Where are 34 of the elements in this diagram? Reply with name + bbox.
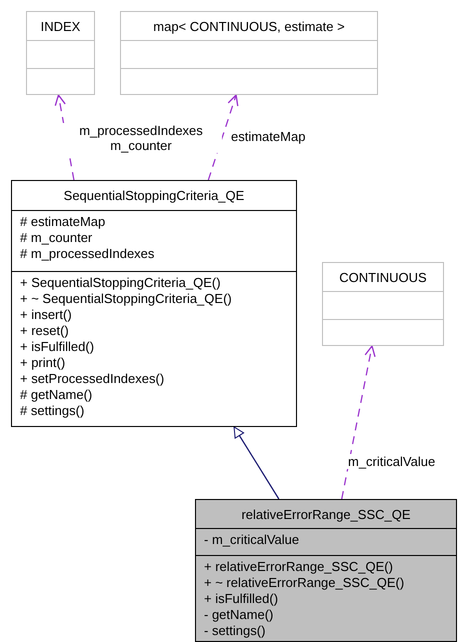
attribute-text: - m_criticalValue [204, 532, 300, 548]
method-text: + ~ SequentialStoppingCriteria_QE() [20, 291, 232, 307]
inheritance-arrow [234, 426, 280, 500]
method-text: + insert() [20, 307, 72, 323]
attribute-text: # m_processedIndexes [20, 246, 154, 262]
class-box [322, 262, 444, 346]
method-text: # getName() [20, 387, 92, 403]
method-text: + ~ relativeErrorRange_SSC_QE() [204, 575, 404, 591]
method-text: + print() [20, 355, 66, 371]
method-text: + SequentialStoppingCriteria_QE() [20, 275, 221, 291]
method-text: + setProcessedIndexes() [20, 371, 164, 387]
attribute-text: # estimateMap [20, 214, 106, 230]
method-text: - getName() [204, 607, 274, 623]
method-text: # settings() [20, 403, 84, 419]
dependency-arrow [341, 345, 376, 500]
class-name: SequentialStoppingCriteria_QE [64, 188, 244, 203]
class-box [195, 499, 457, 642]
class-name: map< CONTINUOUS, estimate > [153, 18, 345, 34]
class-box [120, 11, 378, 95]
class-name: relativeErrorRange_SSC_QE [241, 506, 411, 522]
dependency-arrow [208, 94, 238, 180]
class-name: CONTINUOUS [339, 270, 427, 284]
method-text: + isFulfilled() [20, 339, 94, 355]
method-text: - settings() [204, 623, 266, 639]
method-text: + reset() [20, 323, 69, 339]
attribute-text: # m_counter [20, 230, 92, 246]
method-text: + relativeErrorRange_SSC_QE() [204, 559, 393, 575]
method-text: + isFulfilled() [204, 591, 278, 607]
edge-label: m_processedIndexes m_counter [60, 123, 222, 153]
class-box [11, 180, 297, 427]
class-name: INDEX [40, 18, 80, 34]
edge-label: m_criticalValue [347, 454, 436, 469]
class-box [26, 11, 95, 95]
edge-label: estimateMap [230, 129, 306, 144]
